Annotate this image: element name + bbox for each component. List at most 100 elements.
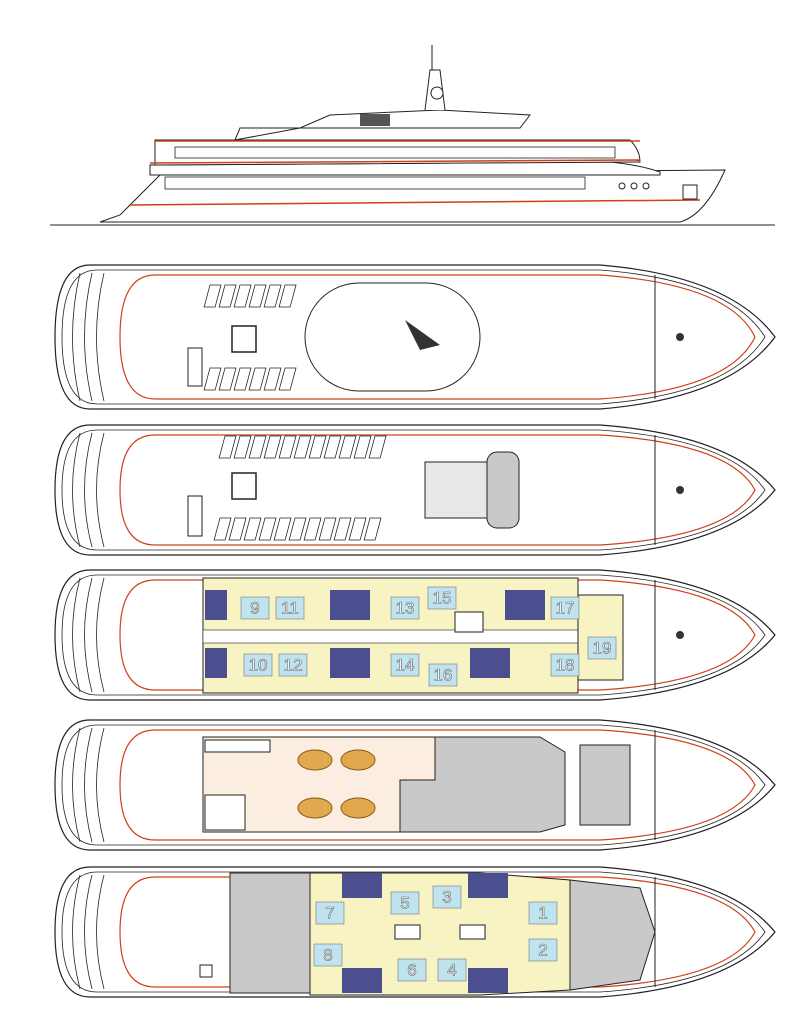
window-band-1 bbox=[164, 176, 586, 190]
crew-area bbox=[579, 744, 631, 826]
sunbed bbox=[368, 435, 387, 459]
wheelhouse-roof bbox=[486, 451, 520, 529]
bathroom bbox=[470, 648, 510, 678]
bathroom bbox=[505, 590, 545, 620]
deck-sun-deck bbox=[54, 424, 776, 556]
bathroom bbox=[342, 968, 382, 993]
bed bbox=[550, 653, 580, 677]
sunbed bbox=[278, 284, 297, 308]
dining-table bbox=[297, 749, 333, 771]
bed bbox=[587, 636, 617, 660]
stern-step bbox=[72, 874, 81, 990]
stern-step bbox=[84, 874, 93, 990]
sunbed bbox=[348, 517, 367, 541]
cabin-number-16: 16 bbox=[434, 666, 453, 685]
side-elevation bbox=[50, 45, 775, 226]
bathroom bbox=[205, 590, 227, 620]
hatch bbox=[199, 964, 213, 978]
jacuzzi bbox=[231, 325, 257, 353]
porthole bbox=[630, 182, 638, 190]
staircase bbox=[394, 924, 421, 940]
dining-table bbox=[340, 797, 376, 819]
corridor bbox=[202, 629, 579, 644]
dining-table bbox=[297, 797, 333, 819]
sunbed bbox=[338, 435, 357, 459]
bed bbox=[427, 586, 457, 610]
stern-step bbox=[96, 432, 105, 548]
bed bbox=[437, 958, 467, 982]
bed bbox=[313, 943, 343, 967]
bulwark-stripe bbox=[119, 274, 756, 400]
bulwark-stripe bbox=[119, 729, 756, 841]
bed bbox=[428, 663, 458, 687]
bar-counter bbox=[204, 739, 271, 753]
stair bbox=[360, 114, 390, 126]
bed bbox=[390, 653, 420, 677]
stern-step bbox=[96, 577, 105, 693]
sunbed bbox=[203, 367, 222, 391]
sunbed bbox=[233, 435, 252, 459]
hull-inner-line bbox=[61, 429, 766, 551]
cabin-number-5: 5 bbox=[400, 894, 409, 913]
radar-mast bbox=[424, 45, 446, 111]
cabin-number-15: 15 bbox=[433, 589, 452, 608]
stern-step bbox=[96, 727, 105, 843]
sunbed bbox=[248, 367, 267, 391]
stern-step bbox=[72, 272, 81, 402]
stern-step bbox=[84, 272, 93, 402]
bathroom bbox=[330, 590, 370, 620]
windlass bbox=[676, 631, 684, 639]
sunbed bbox=[248, 284, 267, 308]
radar-mast bbox=[405, 320, 440, 350]
upper-superstructure bbox=[154, 139, 641, 166]
sunbed bbox=[248, 435, 267, 459]
stairs bbox=[187, 495, 203, 537]
cabin-number-2: 2 bbox=[538, 941, 547, 960]
stern-step bbox=[96, 874, 105, 990]
sunbed bbox=[273, 517, 292, 541]
stairs bbox=[204, 794, 246, 831]
bed bbox=[528, 901, 558, 925]
sunbed bbox=[218, 435, 237, 459]
windlass bbox=[676, 333, 684, 341]
sunbed bbox=[278, 435, 297, 459]
bed bbox=[397, 958, 427, 982]
bed bbox=[432, 885, 462, 909]
cabin-number-8: 8 bbox=[323, 946, 332, 965]
cabin-number-7: 7 bbox=[325, 904, 334, 923]
sunbed bbox=[363, 517, 382, 541]
window-band-2 bbox=[174, 146, 616, 159]
cabin-number-1: 1 bbox=[538, 904, 547, 923]
bed bbox=[243, 653, 273, 677]
bulwark-stripe bbox=[119, 434, 756, 546]
sunbed bbox=[218, 284, 237, 308]
cabin-number-9: 9 bbox=[250, 599, 259, 618]
bed bbox=[278, 653, 308, 677]
sun-canopy bbox=[304, 282, 481, 392]
stairs bbox=[187, 347, 203, 387]
bathroom bbox=[330, 648, 370, 678]
hull-inner-line bbox=[61, 269, 766, 405]
stern-step bbox=[72, 577, 81, 693]
sunbed bbox=[228, 517, 247, 541]
sunbed bbox=[278, 367, 297, 391]
bed bbox=[315, 901, 345, 925]
jacuzzi bbox=[231, 472, 257, 500]
deck-sun-deck-upper bbox=[54, 264, 776, 410]
sunbed bbox=[308, 435, 327, 459]
cabin-number-11: 11 bbox=[281, 599, 299, 618]
sunbed bbox=[263, 284, 282, 308]
bed bbox=[240, 596, 270, 620]
hull-stripe bbox=[129, 199, 701, 206]
bed bbox=[550, 596, 580, 620]
cabin-number-4: 4 bbox=[447, 961, 456, 980]
bathroom bbox=[468, 873, 508, 898]
forepeak-crew bbox=[569, 879, 656, 991]
stern-step bbox=[96, 272, 105, 402]
hull-outline bbox=[54, 424, 776, 556]
windlass bbox=[676, 486, 684, 494]
